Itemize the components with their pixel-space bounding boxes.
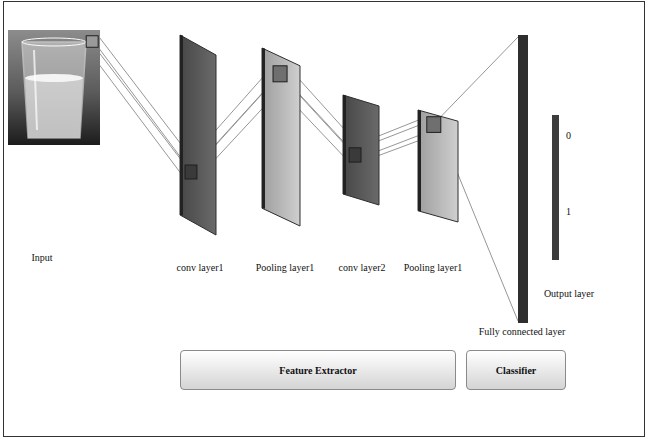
layer-label: Pooling layer1 — [256, 262, 315, 273]
layer-shape — [262, 48, 300, 226]
layer-label: Output layer — [544, 288, 594, 299]
input-image: Input — [8, 30, 100, 145]
receptive-field — [427, 117, 441, 133]
layer-face — [418, 110, 458, 222]
layer-edge — [343, 95, 346, 195]
group-box: Feature Extractor — [180, 350, 456, 390]
layer-shape — [180, 35, 216, 235]
layer-label: Fully connected layer — [479, 326, 566, 337]
layer-shape — [8, 30, 100, 145]
layer-face — [343, 95, 379, 205]
receptive-field — [185, 165, 197, 179]
conv-layer: conv layer2 — [343, 95, 379, 205]
layer-label: Input — [31, 252, 52, 263]
fully-connected-layer: Fully connected layer — [518, 35, 528, 323]
glass — [22, 42, 86, 138]
pooling-layer: Pooling layer1 — [262, 48, 300, 226]
glass-highlight — [34, 50, 37, 130]
layer-edge — [262, 48, 265, 209]
layer-shape — [343, 95, 379, 205]
layer-bar — [518, 35, 528, 323]
layer-label: conv layer1 — [177, 262, 224, 273]
receptive-field — [349, 148, 361, 162]
group-label: Classifier — [496, 365, 537, 376]
layer-shape — [518, 35, 528, 323]
layer-shape — [418, 110, 458, 222]
frame-border — [4, 2, 645, 437]
layer-shape — [552, 115, 559, 260]
receptive-field — [86, 36, 98, 48]
class-label: 1 — [566, 206, 571, 217]
class-label: 0 — [566, 130, 571, 141]
output-layer: 01Output layer — [552, 115, 559, 260]
conv-layer: conv layer1 — [180, 35, 216, 235]
layer-edge — [180, 35, 183, 216]
layer-edge — [418, 110, 421, 211]
pooling-layer: Pooling layer1 — [418, 110, 458, 222]
group-box: Classifier — [466, 350, 566, 390]
water-surface — [25, 74, 83, 82]
photo-ground — [8, 30, 100, 145]
glass-rim — [22, 38, 86, 46]
group-label: Feature Extractor — [279, 365, 356, 376]
layer-face — [180, 35, 216, 235]
layer-label: Pooling layer1 — [404, 262, 463, 273]
layer-label: conv layer2 — [339, 262, 386, 273]
layer-bar — [552, 115, 559, 260]
receptive-field — [273, 66, 287, 82]
layer-face — [262, 48, 300, 226]
water — [25, 78, 83, 138]
